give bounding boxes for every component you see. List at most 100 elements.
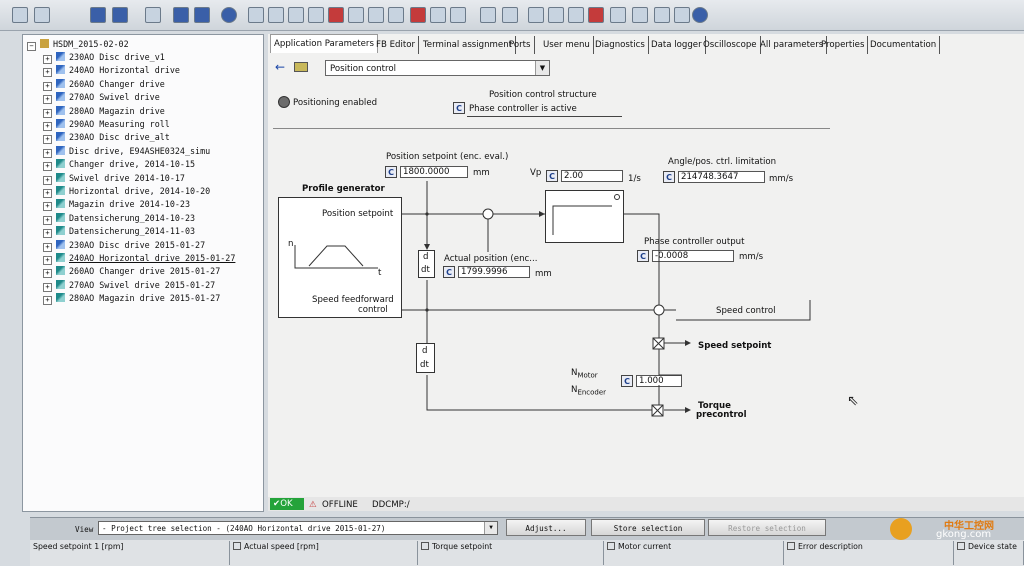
tree-item[interactable]: +260AO Changer drive 2015-01-27 xyxy=(23,265,220,279)
signal-icon[interactable] xyxy=(450,7,466,23)
tree-item[interactable]: +240AO Horizontal drive xyxy=(23,64,180,78)
tab-documentation[interactable]: Documentation xyxy=(867,36,941,54)
info-icon[interactable] xyxy=(692,7,708,23)
tool6-icon[interactable] xyxy=(348,7,364,23)
meter-select-icon[interactable] xyxy=(607,542,615,550)
restore-selection-button[interactable]: Restore selection xyxy=(708,519,826,536)
expand-icon[interactable]: + xyxy=(43,108,52,118)
expand-icon[interactable]: + xyxy=(43,189,52,198)
expand-icon[interactable]: + xyxy=(43,229,52,239)
tool12-icon[interactable] xyxy=(588,7,604,23)
tool10-icon[interactable] xyxy=(548,7,564,23)
ratio-c-button[interactable]: C xyxy=(621,375,633,387)
meter-select-icon[interactable] xyxy=(787,542,795,550)
tab-user-menu[interactable]: User menu xyxy=(540,36,594,54)
angle-limit-field[interactable]: 214748.3647 xyxy=(678,171,765,183)
tree-item[interactable]: +Disc drive, E94ASHE0324_simu xyxy=(23,145,210,158)
expand-icon[interactable]: + xyxy=(43,202,52,212)
structure-c-button[interactable]: C xyxy=(453,102,465,114)
expand-icon[interactable]: + xyxy=(43,282,52,292)
meter-select-icon[interactable] xyxy=(957,542,965,550)
meter-cell[interactable]: Torque setpoint xyxy=(418,541,604,565)
vp-c-button[interactable]: C xyxy=(546,170,558,182)
tool5-icon[interactable] xyxy=(328,7,344,23)
tree-item[interactable]: +Swivel drive 2014-10-17 xyxy=(23,172,185,185)
expand-icon[interactable]: + xyxy=(43,296,52,306)
chevron-down-icon[interactable]: ▼ xyxy=(484,522,497,534)
meter-cell[interactable]: Motor current xyxy=(604,541,784,565)
expand-icon[interactable]: + xyxy=(43,256,52,265)
expand-icon[interactable]: + xyxy=(43,122,52,131)
window-icon[interactable] xyxy=(173,7,189,23)
position-setpoint-c-button[interactable]: C xyxy=(385,166,397,178)
wrench-icon[interactable] xyxy=(502,7,518,23)
collapse-icon[interactable]: − xyxy=(27,42,36,51)
view-select[interactable]: - Project tree selection - (240AO Horizo… xyxy=(98,521,498,535)
expand-icon[interactable]: + xyxy=(43,135,52,145)
meter-cell[interactable]: Device state xyxy=(954,541,1024,565)
arrow-icon[interactable] xyxy=(480,7,496,23)
forward-icon[interactable] xyxy=(34,7,50,23)
monitor-icon[interactable] xyxy=(112,7,128,23)
expand-icon[interactable]: + xyxy=(43,269,52,279)
meter-select-icon[interactable] xyxy=(233,542,241,550)
expand-icon[interactable]: + xyxy=(43,55,52,64)
tree-item[interactable]: +230AO Disc drive_alt xyxy=(23,131,170,145)
tool9-icon[interactable] xyxy=(528,7,544,23)
save-icon[interactable] xyxy=(145,7,161,23)
device-icon[interactable] xyxy=(90,7,106,23)
tool3-icon[interactable] xyxy=(288,7,304,23)
meter-cell[interactable]: Error description xyxy=(784,541,954,565)
tab-oscilloscope[interactable]: Oscilloscope xyxy=(700,36,761,54)
tool7-icon[interactable] xyxy=(368,7,384,23)
connect-icon[interactable] xyxy=(410,7,426,23)
tool11-icon[interactable] xyxy=(568,7,584,23)
tool15-icon[interactable] xyxy=(654,7,670,23)
expand-icon[interactable]: + xyxy=(43,242,52,252)
expand-icon[interactable]: + xyxy=(43,148,52,158)
tree-item[interactable]: +270AO Swivel drive 2015-01-27 xyxy=(23,279,215,292)
tree-item[interactable]: +Horizontal drive, 2014-10-20 xyxy=(23,185,210,198)
tree-item[interactable]: +280AO Magazin drive 2015-01-27 xyxy=(23,292,220,306)
help-icon[interactable] xyxy=(221,7,237,23)
disconnect-icon[interactable] xyxy=(430,7,446,23)
function-dropdown[interactable]: Position control ▼ xyxy=(325,60,550,76)
tab-application-parameters[interactable]: Application Parameters xyxy=(270,34,378,53)
tree-item[interactable]: +Datensicherung_2014-10-23 xyxy=(23,212,195,225)
tab-fb-editor[interactable]: FB Editor xyxy=(373,36,420,54)
meter-select-icon[interactable] xyxy=(421,542,429,550)
parameter-set-icon[interactable] xyxy=(294,62,308,72)
tree-item[interactable]: +Datensicherung_2014-11-03 xyxy=(23,225,195,239)
store-selection-button[interactable]: Store selection xyxy=(591,519,705,536)
angle-limit-c-button[interactable]: C xyxy=(663,171,675,183)
tool16-icon[interactable] xyxy=(674,7,690,23)
chevron-down-icon[interactable]: ▼ xyxy=(535,61,549,75)
tool14-icon[interactable] xyxy=(632,7,648,23)
tree-root[interactable]: −HSDM_2015-02-02 xyxy=(23,38,129,51)
tab-properties[interactable]: Properties xyxy=(818,36,869,54)
tab-all-parameters[interactable]: All parameters xyxy=(757,36,828,54)
tree-item[interactable]: +230AO Disc drive_v1 xyxy=(23,51,165,64)
adjust-button[interactable]: Adjust... xyxy=(506,519,586,536)
tree-item[interactable]: +Magazin drive 2014-10-23 xyxy=(23,198,190,212)
tab-diagnostics[interactable]: Diagnostics xyxy=(592,36,649,54)
expand-icon[interactable]: + xyxy=(43,162,52,172)
meter-cell[interactable]: Speed setpoint 1 [rpm] xyxy=(30,541,230,565)
tool8-icon[interactable] xyxy=(388,7,404,23)
tree-item[interactable]: +270AO Swivel drive xyxy=(23,91,160,105)
tab-data-logger[interactable]: Data logger xyxy=(648,36,706,54)
expand-icon[interactable]: + xyxy=(43,95,52,105)
actual-position-c-button[interactable]: C xyxy=(443,266,455,278)
expand-icon[interactable]: + xyxy=(43,68,52,78)
meter-cell[interactable]: Actual speed [rpm] xyxy=(230,541,418,565)
back-arrow-icon[interactable]: ← xyxy=(275,60,286,74)
vp-field[interactable]: 2.00 xyxy=(561,170,623,182)
window2-icon[interactable] xyxy=(194,7,210,23)
phase-output-c-button[interactable]: C xyxy=(637,250,649,262)
tree-item[interactable]: +260AO Changer drive xyxy=(23,78,165,91)
back-icon[interactable] xyxy=(12,7,28,23)
expand-icon[interactable]: + xyxy=(43,175,52,185)
expand-icon[interactable]: + xyxy=(43,81,52,91)
tree-item[interactable]: +Changer drive, 2014-10-15 xyxy=(23,158,195,172)
tool4-icon[interactable] xyxy=(308,7,324,23)
